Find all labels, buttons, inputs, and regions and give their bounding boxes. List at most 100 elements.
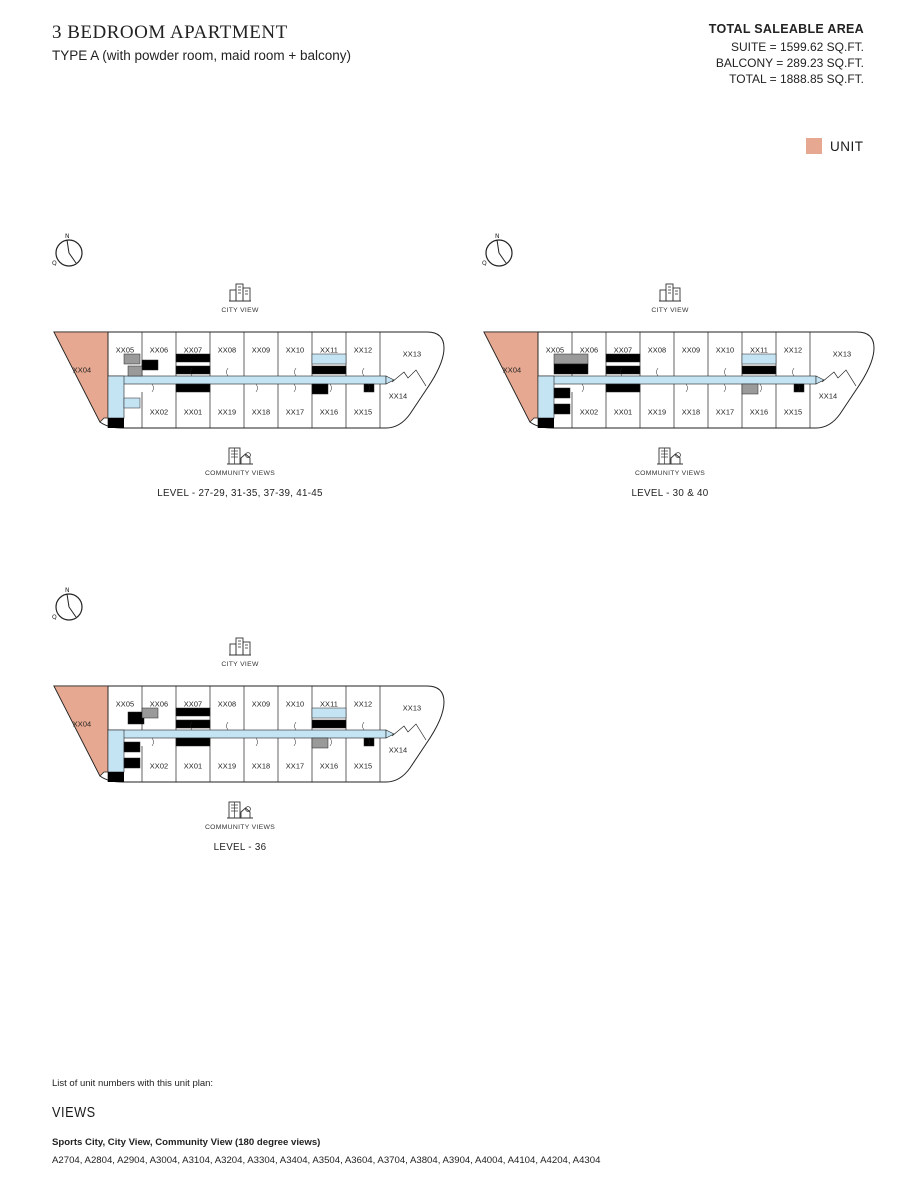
core-block — [553, 387, 571, 399]
compass-north-icon: N Q — [482, 233, 513, 267]
unit-label-xx12: XX12 — [353, 699, 373, 709]
city-view-label: CITY VIEW — [221, 307, 259, 314]
unit-label-xx10: XX10 — [715, 345, 735, 355]
unit-label-xx10: XX10 — [285, 345, 305, 355]
unit-label-xx19: XX19 — [647, 407, 667, 417]
unit-label-xx09: XX09 — [251, 345, 271, 355]
floor-plate — [483, 331, 875, 429]
core-block — [311, 383, 329, 395]
unit-label-xx02: XX02 — [149, 761, 169, 771]
level-label: LEVEL - 36 — [213, 842, 267, 853]
svg-text:N: N — [65, 587, 70, 594]
core-block — [793, 383, 805, 393]
unit-label-xx02: XX02 — [579, 407, 599, 417]
unit-label-xx14: XX14 — [818, 391, 838, 401]
unit-label-xx15: XX15 — [353, 761, 373, 771]
unit-label-xx11: XX11 — [750, 345, 768, 355]
level-label: LEVEL - 27-29, 31-35, 37-39, 41-45 — [157, 488, 323, 499]
core-block — [175, 737, 211, 747]
unit-type-subtitle: TYPE A (with powder room, maid room + ba… — [52, 48, 351, 63]
level-label: LEVEL - 30 & 40 — [631, 488, 709, 499]
unit-label-xx10: XX10 — [285, 699, 305, 709]
legend-unit-swatch — [806, 138, 822, 154]
svg-text:N: N — [495, 233, 500, 240]
core-block — [605, 353, 641, 363]
core-block — [553, 363, 589, 375]
core-block — [127, 365, 143, 377]
unit-label-xx06: XX06 — [149, 699, 169, 709]
city-buildings-icon — [229, 283, 251, 302]
core-block — [741, 353, 777, 365]
core-block — [605, 383, 641, 393]
core-block — [175, 353, 211, 363]
unit-label-xx06: XX06 — [149, 345, 169, 355]
unit-label-xx14: XX14 — [388, 391, 408, 401]
community-houses-icon — [227, 447, 253, 465]
unit-label-xx08: XX08 — [217, 345, 237, 355]
unit-label-xx17: XX17 — [285, 761, 305, 771]
unit-label-xx12: XX12 — [783, 345, 803, 355]
floor-plate — [53, 685, 445, 783]
unit-label-xx04: XX04 — [72, 719, 92, 729]
views-heading: VIEWS — [52, 1104, 96, 1121]
community-views-label: COMMUNITY VIEWS — [204, 470, 276, 477]
unit-label-xx07: XX07 — [183, 699, 203, 709]
unit-label-xx04: XX04 — [502, 365, 522, 375]
floor-plan-1: N Q CITY VIEW — [42, 232, 452, 512]
total-area: TOTAL = 1888.85 SQ.FT. — [729, 72, 864, 86]
unit-label-xx18: XX18 — [251, 761, 271, 771]
unit-label-xx19: XX19 — [217, 761, 237, 771]
core-block — [553, 353, 589, 365]
core-block — [311, 737, 329, 749]
core-block — [553, 403, 571, 415]
unit-label-xx02: XX02 — [149, 407, 169, 417]
city-buildings-icon — [229, 637, 251, 656]
community-views-label: COMMUNITY VIEWS — [634, 470, 706, 477]
core-block — [123, 741, 141, 753]
core-block — [141, 359, 159, 371]
balcony-area: BALCONY = 289.23 SQ.FT. — [715, 56, 864, 70]
unit-label-xx07: XX07 — [613, 345, 633, 355]
unit-label-xx18: XX18 — [251, 407, 271, 417]
unit-label-xx05: XX05 — [115, 345, 135, 355]
city-view-label: CITY VIEW — [221, 661, 259, 668]
page-title: 3 BEDROOM APARTMENT — [52, 22, 288, 43]
core-block — [311, 707, 347, 719]
core-block — [741, 365, 777, 375]
unit-label-xx11: XX11 — [320, 699, 338, 709]
core-block — [175, 365, 211, 375]
unit-label-xx16: XX16 — [749, 407, 769, 417]
views-description: Sports City, City View, Community View (… — [52, 1137, 321, 1148]
city-buildings-icon — [659, 283, 681, 302]
core-block — [123, 757, 141, 769]
unit-label-xx05: XX05 — [115, 699, 135, 709]
suite-area: SUITE = 1599.62 SQ.FT. — [730, 40, 864, 54]
community-houses-icon — [227, 801, 253, 819]
city-view-label: CITY VIEW — [651, 307, 689, 314]
core-block — [363, 737, 375, 747]
core-block — [741, 383, 759, 395]
unit-label-xx12: XX12 — [353, 345, 373, 355]
core-block — [605, 365, 641, 375]
unit-label-xx11: XX11 — [320, 345, 338, 355]
area-heading: TOTAL SALEABLE AREA — [708, 22, 864, 36]
unit-label-xx14: XX14 — [388, 745, 408, 755]
unit-label-xx05: XX05 — [545, 345, 565, 355]
community-views-label: COMMUNITY VIEWS — [204, 824, 276, 831]
svg-text:Q: Q — [52, 614, 57, 621]
saleable-area-box: TOTAL SALEABLE AREA SUITE = 1599.62 SQ.F… — [709, 21, 864, 87]
unit-label-xx01: XX01 — [183, 761, 203, 771]
core-block — [363, 383, 375, 393]
core-block — [175, 719, 211, 729]
core-block — [127, 711, 145, 725]
unit-label-xx13: XX13 — [402, 703, 422, 713]
unit-label-xx08: XX08 — [217, 699, 237, 709]
unit-label-xx15: XX15 — [353, 407, 373, 417]
unit-label-xx17: XX17 — [285, 407, 305, 417]
community-houses-icon — [657, 447, 683, 465]
unit-label-xx16: XX16 — [319, 761, 339, 771]
unit-label-xx07: XX07 — [183, 345, 203, 355]
core-block — [123, 353, 141, 365]
floor-plan-3: N Q CITY VIEW — [42, 586, 452, 866]
unit-label-xx09: XX09 — [251, 699, 271, 709]
